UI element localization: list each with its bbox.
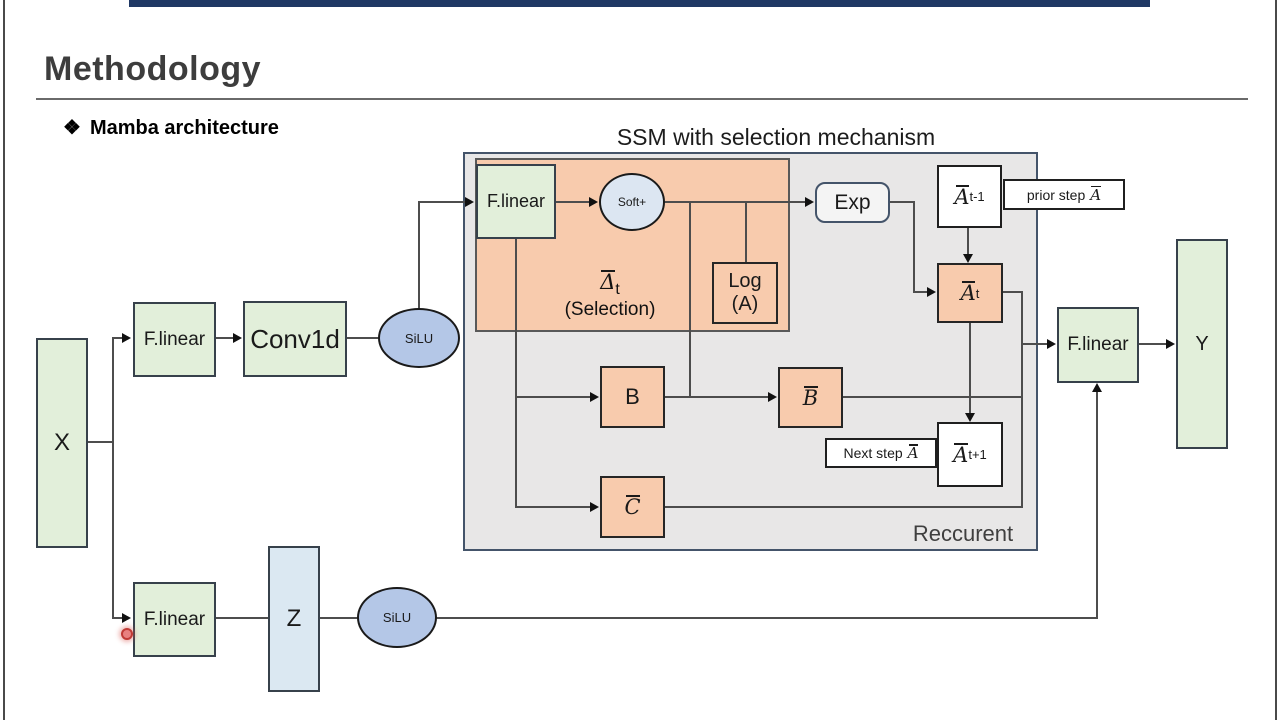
connector [215,617,269,619]
connector [515,506,593,508]
cursor-dot [121,628,133,640]
arrowhead [768,392,777,402]
flinear-ssm-box: F.linear [476,164,556,239]
b-box: B [600,366,665,428]
flinear-output-box: F.linear [1057,307,1139,383]
delta-bar-symbol: Δ [600,270,616,294]
connector [1096,391,1098,619]
softplus-ellipse: Soft+ [599,173,665,231]
flinear-bottom-box: F.linear [133,582,216,657]
arrowhead [589,197,598,207]
arrowhead [590,392,599,402]
diamond-bullet-icon: ❖ [63,117,81,139]
log-a-box: Log(A) [712,262,778,324]
silu-bottom-ellipse: SiLU [357,587,437,648]
exp-box: Exp [815,182,890,223]
arrowhead [465,197,474,207]
arrowhead [927,287,936,297]
y-output-box: Y [1176,239,1228,449]
connector [745,201,747,263]
connector [967,227,969,256]
connector [112,337,124,339]
left-frame-line [3,0,5,720]
arrowhead [233,333,242,343]
section-bullet-label: Mamba architecture [89,117,279,139]
x-input-box: X [36,338,88,548]
recurrent-label: Reccurent [912,521,1014,546]
connector [664,201,808,203]
connector [1021,343,1050,345]
conv1d-box: Conv1d [243,301,347,377]
connector [1138,343,1169,345]
connector [515,239,517,508]
connector [515,396,593,398]
connector [913,291,930,293]
z-box: Z [268,546,320,692]
arrowhead [122,613,131,623]
flinear-top-box: F.linear [133,302,216,377]
arrowhead [963,254,973,263]
connector [319,617,358,619]
connector [913,201,915,293]
connector [1002,291,1023,293]
arrowhead [122,333,131,343]
connector [88,441,114,443]
arrowhead [590,502,599,512]
connector [347,337,379,339]
delta-selection-caption: Δt (Selection) [530,270,690,321]
diagram-title: SSM with selection mechanism [616,124,936,150]
connector [418,201,468,203]
c-bar-box: C [600,476,665,538]
connector [418,201,420,309]
right-frame-line [1275,0,1277,720]
selection-caption-text: (Selection) [564,298,656,320]
b-bar-box: B [778,367,843,428]
connector [436,617,1098,619]
silu-top-ellipse: SiLU [378,308,460,368]
section-bullet: ❖ Mamba architecture [63,115,279,140]
title-rule [36,98,1248,100]
connector [1021,291,1023,508]
connector [664,396,772,398]
arrowhead [1047,339,1056,349]
arrowhead [1092,383,1102,392]
arrowhead [805,197,814,207]
connector [216,337,236,339]
connector [664,506,1023,508]
connector [689,201,691,398]
arrowhead [965,413,975,422]
arrowhead [1166,339,1175,349]
connector [556,201,592,203]
top-accent-bar [129,0,1150,7]
connector [112,337,114,619]
connector [889,201,915,203]
connector [842,396,1023,398]
connector [112,617,124,619]
connector [969,322,971,415]
page-title: Methodology [44,50,262,88]
